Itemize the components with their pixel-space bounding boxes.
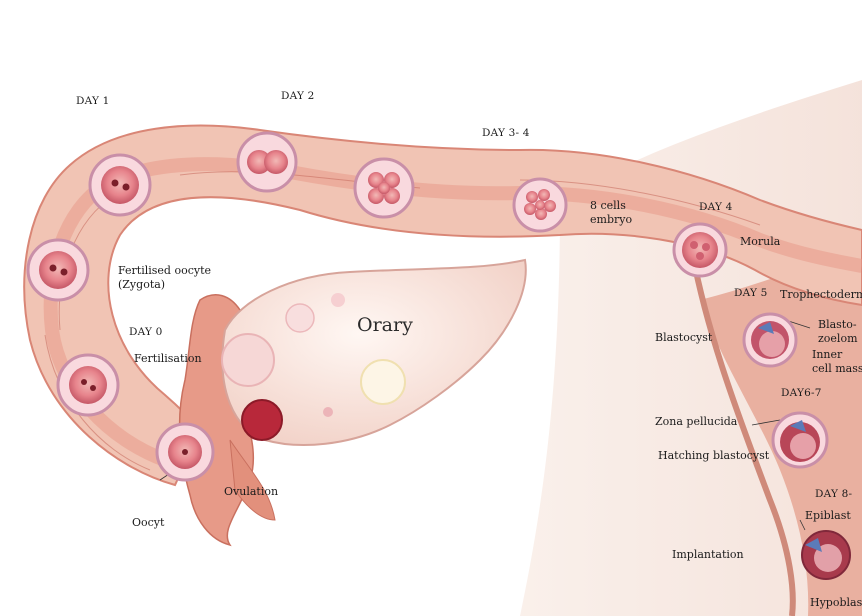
fertilised-cell	[58, 355, 118, 415]
label-epiblast: Epiblast	[805, 509, 851, 523]
hatching-blastocyst-cell	[773, 413, 827, 467]
morula-cell	[674, 224, 726, 276]
label-inner-cell-mass: Inner cell mass	[812, 348, 862, 376]
label-hypoblast: Hypoblast	[810, 596, 862, 610]
follicle-tiny	[323, 407, 333, 417]
label-fertilisation: Fertilisation	[134, 352, 202, 366]
label-morula: Morula	[740, 235, 780, 249]
label-hatching-blastocyst: Hatching blastocyst	[658, 449, 769, 463]
label-blastocyst: Blastocyst	[655, 331, 712, 345]
label-ovary: Orary	[357, 318, 413, 332]
label-day3-4: DAY 3- 4	[482, 126, 530, 140]
label-day1: DAY 1	[76, 94, 110, 108]
label-day6-7: DAY6-7	[781, 386, 822, 400]
two-cell-embryo	[238, 133, 296, 191]
eight-cell-embryo	[514, 179, 566, 231]
implanting-embryo	[802, 531, 850, 579]
label-implantation: Implantation	[672, 548, 744, 562]
corpus-luteum	[361, 360, 405, 404]
label-eight-cells: 8 cells embryo	[590, 199, 632, 227]
label-blastocoelom: Blasto- zoelom	[818, 318, 858, 346]
label-zona-pellucida: Zona pellucida	[655, 415, 737, 429]
day1-cell	[90, 155, 150, 215]
label-oocyte: Oocyt	[132, 516, 164, 530]
label-day8: DAY 8-	[815, 487, 852, 501]
follicle-medium	[286, 304, 314, 332]
follicle-large	[222, 334, 274, 386]
label-day0: DAY 0	[129, 325, 163, 339]
zygote-cell	[28, 240, 88, 300]
follicle-small	[331, 293, 345, 307]
ruptured-follicle	[242, 400, 282, 440]
label-ovulation: Ovulation	[224, 485, 278, 499]
four-cell-embryo	[355, 159, 413, 217]
blastocyst-cell	[744, 314, 796, 366]
oocyte-cell	[157, 424, 213, 480]
label-day4: DAY 4	[699, 200, 733, 214]
label-trophectoderm: Trophectoderm	[780, 288, 862, 302]
label-fertilised-oocyte: Fertilised oocyte (Zygota)	[118, 264, 211, 292]
label-day5: DAY 5	[734, 286, 768, 300]
label-day2: DAY 2	[281, 89, 315, 103]
